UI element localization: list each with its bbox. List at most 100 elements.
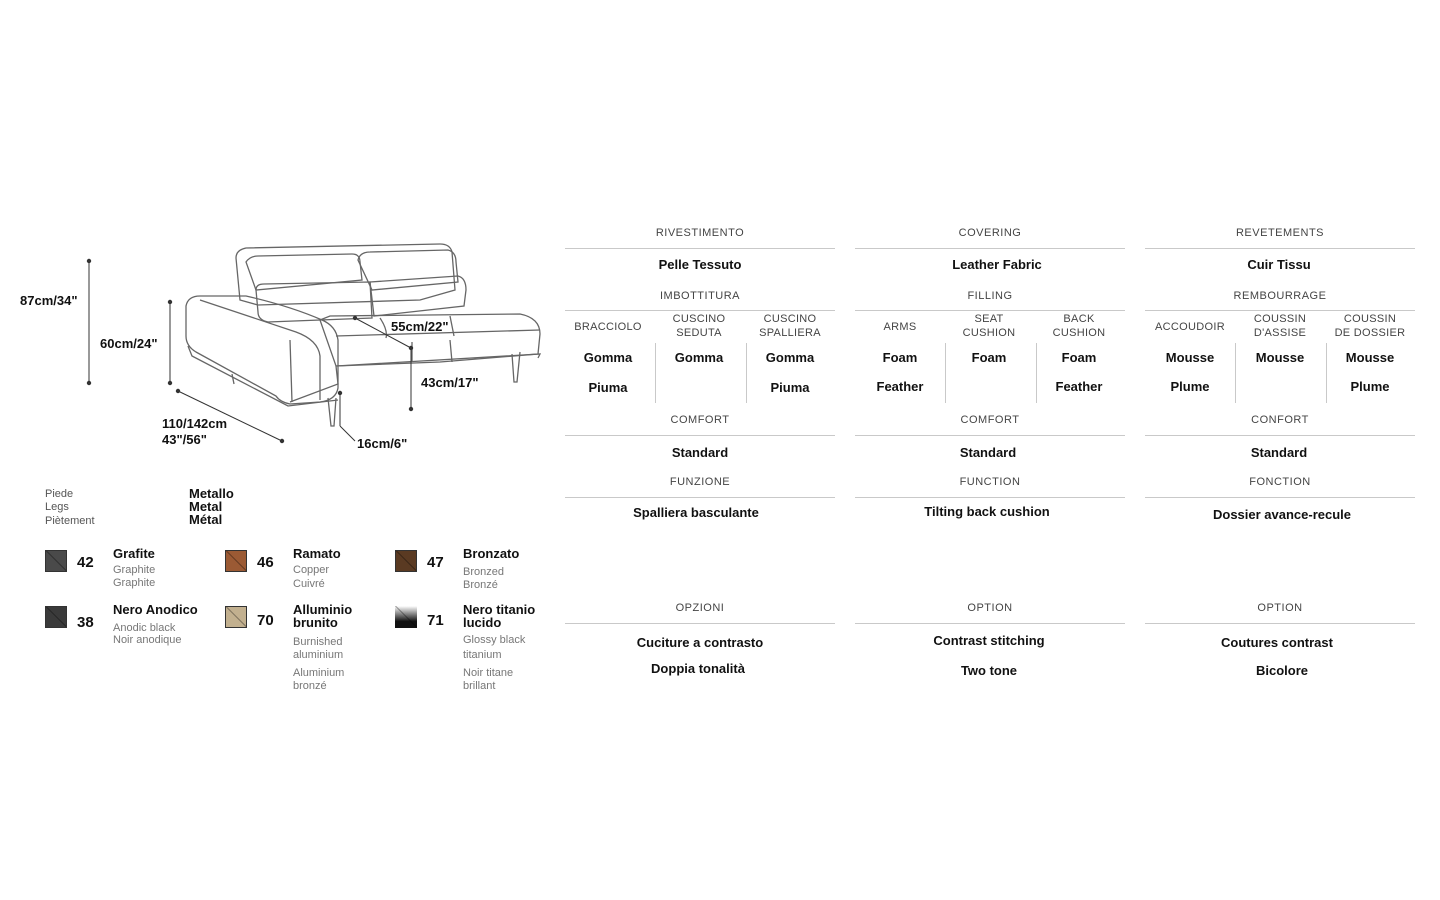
comfort-title: COMFORT	[670, 414, 730, 426]
finish-name: Nero titanio lucido	[463, 602, 536, 630]
function-value: Tilting back cushion	[924, 504, 1050, 519]
finish-name-fr: Graphite	[113, 577, 156, 589]
legs-label-fr: Piètement	[45, 515, 95, 527]
comfort-title: COMFORT	[960, 414, 1020, 426]
filling-arms-head: ARMS	[883, 321, 917, 333]
finish-code: 46	[257, 554, 274, 571]
finish-name: Grafite	[113, 546, 155, 561]
filling-back-head-2: SPALLIERA	[759, 327, 821, 339]
divider	[655, 343, 656, 403]
finish-item: 71 Nero titanio lucido Glossy black tita…	[395, 602, 565, 696]
divider	[945, 343, 946, 403]
filling-arms-value-2: Piuma	[588, 380, 628, 395]
divider	[565, 248, 835, 249]
option-title: OPTION	[1257, 602, 1303, 614]
divider	[855, 310, 1125, 311]
function-title: FONCTION	[1249, 476, 1311, 488]
filling-back-value-2: Plume	[1350, 379, 1390, 394]
option-value-1: Contrast stitching	[933, 633, 1045, 648]
dim-seat-height: 60cm/24"	[100, 336, 158, 351]
finish-name-fr-2: brillant	[463, 680, 496, 692]
filling-seat-head-2: CUSHION	[962, 327, 1016, 339]
filling-back-head-1: CUSCINO	[763, 313, 817, 325]
dim-depth-cm: 110/142cm	[162, 416, 228, 431]
divider	[1326, 343, 1327, 403]
filling-arms-value-2: Feather	[876, 379, 924, 394]
covering-title: REVETEMENTS	[1235, 227, 1324, 239]
covering-title: RIVESTIMENTO	[655, 227, 745, 239]
finish-item: 42 Grafite Graphite Graphite	[45, 547, 215, 620]
divider	[855, 497, 1125, 498]
function-title: FUNZIONE	[669, 476, 731, 488]
legs-value-it: Metallo	[189, 486, 234, 501]
covering-value: Cuir Tissu	[1247, 257, 1311, 272]
filling-back-value-1: Foam	[1061, 350, 1097, 365]
filling-seat-head-2: SEDUTA	[676, 327, 722, 339]
filling-arms-head: BRACCIOLO	[574, 321, 642, 333]
covering-value: Pelle Tessuto	[658, 257, 742, 272]
option-value-2: Bicolore	[1255, 663, 1308, 678]
comfort-value: Standard	[959, 445, 1017, 460]
option-title: OPTION	[967, 602, 1013, 614]
finish-name-fr: Cuivré	[293, 578, 325, 590]
legs-label: Piede Legs Piètement	[45, 488, 95, 528]
finish-name-en-2: titanium	[463, 649, 502, 661]
dim-total-height: 87cm/34"	[20, 293, 78, 308]
divider	[565, 310, 835, 311]
filling-back-value-2: Piuma	[770, 380, 810, 395]
filling-arms-value-2: Plume	[1170, 379, 1210, 394]
finish-item: 46 Ramato Copper Cuivré	[225, 547, 395, 620]
dim-seat-depth: 55cm/22"	[391, 319, 449, 334]
finish-code: 38	[77, 614, 94, 631]
filling-back-head-1: COUSSIN	[1343, 313, 1397, 325]
legs-label-en: Legs	[45, 501, 69, 513]
finish-name-en: Bronzed	[463, 566, 504, 578]
finish-name-en: Glossy black	[463, 634, 526, 646]
filling-back-head-2: DE DOSSIER	[1334, 327, 1406, 339]
divider	[1145, 435, 1415, 436]
finish-name-fr: Noir anodique	[113, 634, 182, 646]
comfort-value: Standard	[1250, 445, 1308, 460]
legs-label-it: Piede	[45, 488, 74, 500]
divider	[1036, 343, 1037, 403]
filling-arms-head: ACCOUDOIR	[1155, 321, 1225, 333]
option-value-2: Doppia tonalità	[651, 661, 745, 676]
divider	[855, 623, 1125, 624]
covering-value: Leather Fabric	[952, 257, 1042, 272]
filling-arms-value-1: Foam	[882, 350, 918, 365]
filling-arms-value-1: Mousse	[1165, 350, 1215, 365]
finish-name-en: Anodic black	[113, 622, 176, 634]
filling-seat-head-1: SEAT	[974, 313, 1004, 325]
filling-seat-value-1: Gomma	[674, 350, 724, 365]
finish-item: 70 Alluminio brunito Burnished aluminium…	[225, 603, 395, 696]
covering-title: COVERING	[958, 227, 1022, 239]
spec-column-french: REVETEMENTS Cuir Tissu REMBOURRAGE ACCOU…	[1145, 225, 1415, 695]
filling-back-value-2: Feather	[1055, 379, 1103, 394]
dim-seat-to-floor: 43cm/17"	[421, 375, 479, 390]
option-value-2: Two tone	[960, 663, 1018, 678]
function-value: Spalliera basculante	[633, 505, 759, 520]
sofa-sketch	[86, 243, 542, 444]
finish-name-fr: Aluminium	[293, 667, 345, 679]
comfort-title: CONFORT	[1251, 414, 1309, 426]
comfort-value: Standard	[671, 445, 729, 460]
finish-item: 38 Nero Anodico Anodic black Noir anodiq…	[45, 603, 215, 676]
option-title: OPZIONI	[675, 602, 725, 614]
filling-seat-value-1: Mousse	[1255, 350, 1305, 365]
legs-value-en: Metal	[189, 499, 223, 514]
legs-value-fr: Métal	[189, 512, 223, 527]
divider	[1145, 497, 1415, 498]
finish-name-en-2: aluminium	[293, 649, 344, 661]
filling-title: REMBOURRAGE	[1233, 290, 1327, 302]
filling-seat-head-1: CUSCINO	[672, 313, 726, 325]
finish-swatch	[395, 550, 417, 572]
finish-swatch	[225, 550, 247, 572]
finish-name-fr-2: bronzé	[293, 680, 327, 692]
divider	[565, 623, 835, 624]
divider	[1145, 310, 1415, 311]
divider	[746, 343, 747, 403]
filling-back-value-1: Mousse	[1345, 350, 1395, 365]
finish-swatch	[225, 606, 247, 628]
dim-depth-in: 43"/56"	[162, 432, 207, 447]
finish-swatch	[45, 606, 67, 628]
